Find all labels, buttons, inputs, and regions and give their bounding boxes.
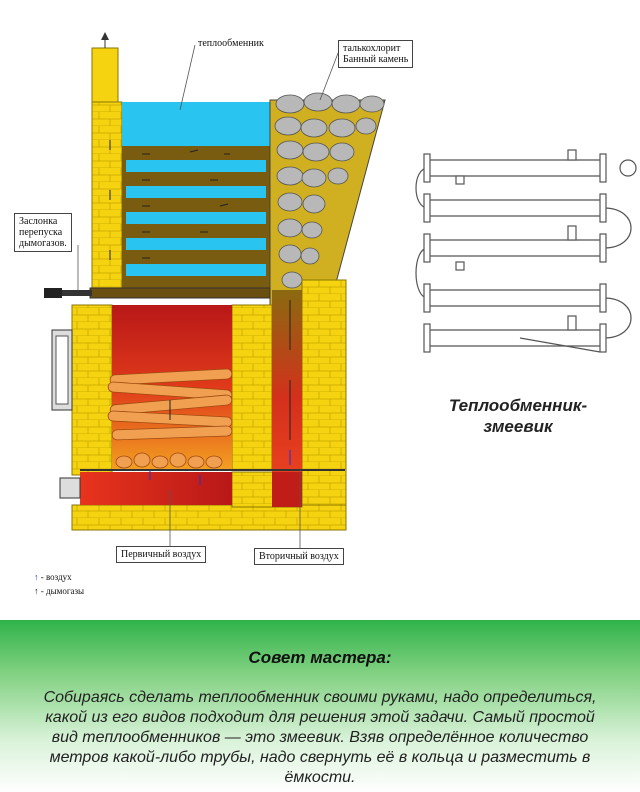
damper-handle — [44, 287, 271, 299]
tip-panel — [0, 620, 640, 792]
legend-air-text: - воздух — [40, 572, 72, 582]
label-heat-exchanger: теплообменник — [198, 38, 264, 49]
legend-air: ↑ - воздух — [34, 572, 72, 582]
label-primary-air: Первичный воздух — [116, 546, 207, 563]
label-talc-chlorite: талькохлорит — [343, 43, 401, 54]
coil-illustration — [415, 149, 637, 353]
label-stone: талькохлорит Банный камень — [338, 40, 414, 68]
stove-diagram-svg — [44, 32, 637, 550]
right-wall — [301, 279, 347, 511]
smoke-channel — [272, 290, 302, 472]
stove-diagram: теплообменник талькохлорит Банный камень… — [14, 32, 637, 596]
legend-smoke-text: - дымогазы — [40, 586, 85, 596]
stone-basket — [269, 92, 386, 306]
upper-left-wall — [91, 101, 123, 289]
legend-air-arrow: ↑ — [34, 572, 39, 582]
coil-title-line1: Теплообменник- — [448, 396, 588, 415]
flow-arrows — [109, 140, 291, 485]
legend-smoke-arrow: ↑ — [34, 586, 39, 596]
ash-pit — [80, 472, 232, 505]
label-damper-line3: дымогазов. — [19, 238, 67, 249]
chimney — [91, 32, 119, 103]
label-damper-line2: перепуска — [19, 227, 63, 238]
base-bricks — [71, 504, 347, 531]
fire-door — [51, 329, 81, 499]
coil-title: Теплообменник- змеевик — [418, 395, 618, 437]
firebox-left-wall — [71, 304, 113, 476]
coil-title-line2: змеевик — [483, 417, 553, 436]
label-damper: Заслонка перепуска дымогазов. — [14, 213, 72, 252]
heat-exchanger — [122, 102, 270, 288]
label-damper-line1: Заслонка — [19, 216, 58, 227]
legend-smoke: ↑ - дымогазы — [34, 586, 84, 596]
firebox-middle-wall — [231, 304, 273, 471]
tip-text: Собираясь сделать теплообменник своими р… — [43, 689, 597, 786]
label-bath-stone: Банный камень — [343, 54, 409, 65]
label-secondary-air: Вторичный воздух — [254, 548, 344, 565]
tip-title: Совет мастера: — [248, 648, 392, 667]
leader-lines — [77, 44, 341, 550]
ash-pit-right — [272, 472, 302, 507]
